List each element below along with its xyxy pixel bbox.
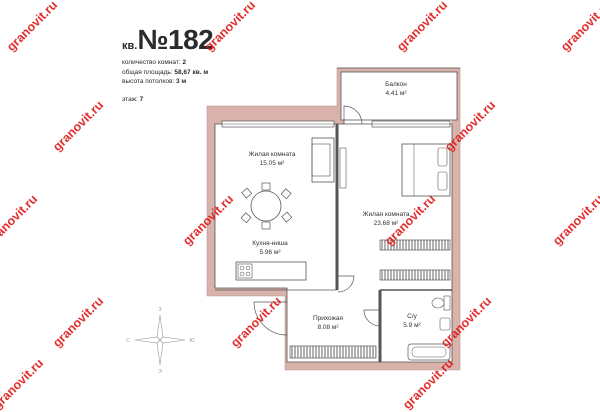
balcony-area	[340, 71, 458, 121]
apartment-info: количество комнат: 2 общая площадь: 58,6…	[122, 58, 208, 87]
dining-set	[240, 182, 293, 230]
ceiling-height-row: высота потолков: 3 м	[122, 77, 208, 87]
tv-stand	[339, 147, 347, 189]
wardrobe-room2-lower	[379, 269, 451, 281]
compass-east: Ю	[189, 338, 194, 344]
hall-area: 8.08 м²	[317, 324, 339, 331]
ceiling-height-value: 3 м	[176, 78, 187, 86]
hall-name: Прихожая	[313, 315, 344, 322]
apartment-prefix: кв.	[122, 40, 138, 52]
sofa	[311, 137, 335, 183]
bathtub	[407, 343, 451, 361]
living1-name: Жилая комната	[249, 151, 296, 158]
rooms-count-label: количество комнат:	[122, 59, 181, 66]
balcony-area: 4.41 м²	[385, 90, 407, 97]
kitchen-name: Кухня-ниша	[252, 240, 288, 247]
room2-door	[337, 275, 355, 293]
kitchen-area: 5.96 м²	[259, 249, 281, 256]
compass-rose: З Э С Ю	[126, 307, 194, 375]
floor-label: этаж:	[122, 96, 138, 103]
entry-door	[253, 301, 288, 336]
ceiling-height-label: высота потолков:	[122, 78, 175, 86]
living2-name: Жилая комната	[363, 211, 410, 218]
toilet	[431, 297, 445, 309]
sink	[439, 317, 451, 331]
apartment-title: кв.№182	[122, 24, 214, 56]
wardrobe-hall	[289, 345, 377, 359]
apartment-number: №182	[137, 24, 214, 55]
toilet-tank	[443, 295, 451, 311]
total-area-label: общая площадь:	[122, 68, 173, 76]
floor-row: этаж: 7	[122, 96, 143, 103]
kitchen-counter	[235, 261, 307, 281]
wardrobe-room2	[379, 239, 451, 251]
rooms-count-value: 2	[182, 59, 187, 66]
total-area-row: общая площадь: 58,67 кв. м	[122, 68, 208, 78]
floor-area	[214, 123, 453, 363]
bath-name: С/у	[407, 313, 418, 320]
floor-value: 7	[139, 96, 144, 103]
balcony-name: Балкон	[385, 81, 407, 88]
living1-area: 15.05 м²	[260, 160, 286, 167]
compass-north: З	[158, 307, 161, 313]
rooms-count-row: количество комнат: 2	[122, 58, 208, 68]
bath-area: 5.9 м²	[403, 322, 421, 329]
bed	[401, 143, 451, 197]
living2-area: 23.68 м²	[374, 220, 400, 227]
balcony-door	[343, 105, 363, 125]
floor-plan: Балкон 4.41 м² Жилая комната 15.05 м² Жи…	[126, 67, 461, 375]
stove	[237, 263, 253, 279]
compass-west: С	[126, 338, 130, 344]
total-area-value: 58,67 кв. м	[174, 68, 209, 76]
compass-south: Э	[158, 369, 162, 375]
bath-door	[363, 309, 381, 327]
